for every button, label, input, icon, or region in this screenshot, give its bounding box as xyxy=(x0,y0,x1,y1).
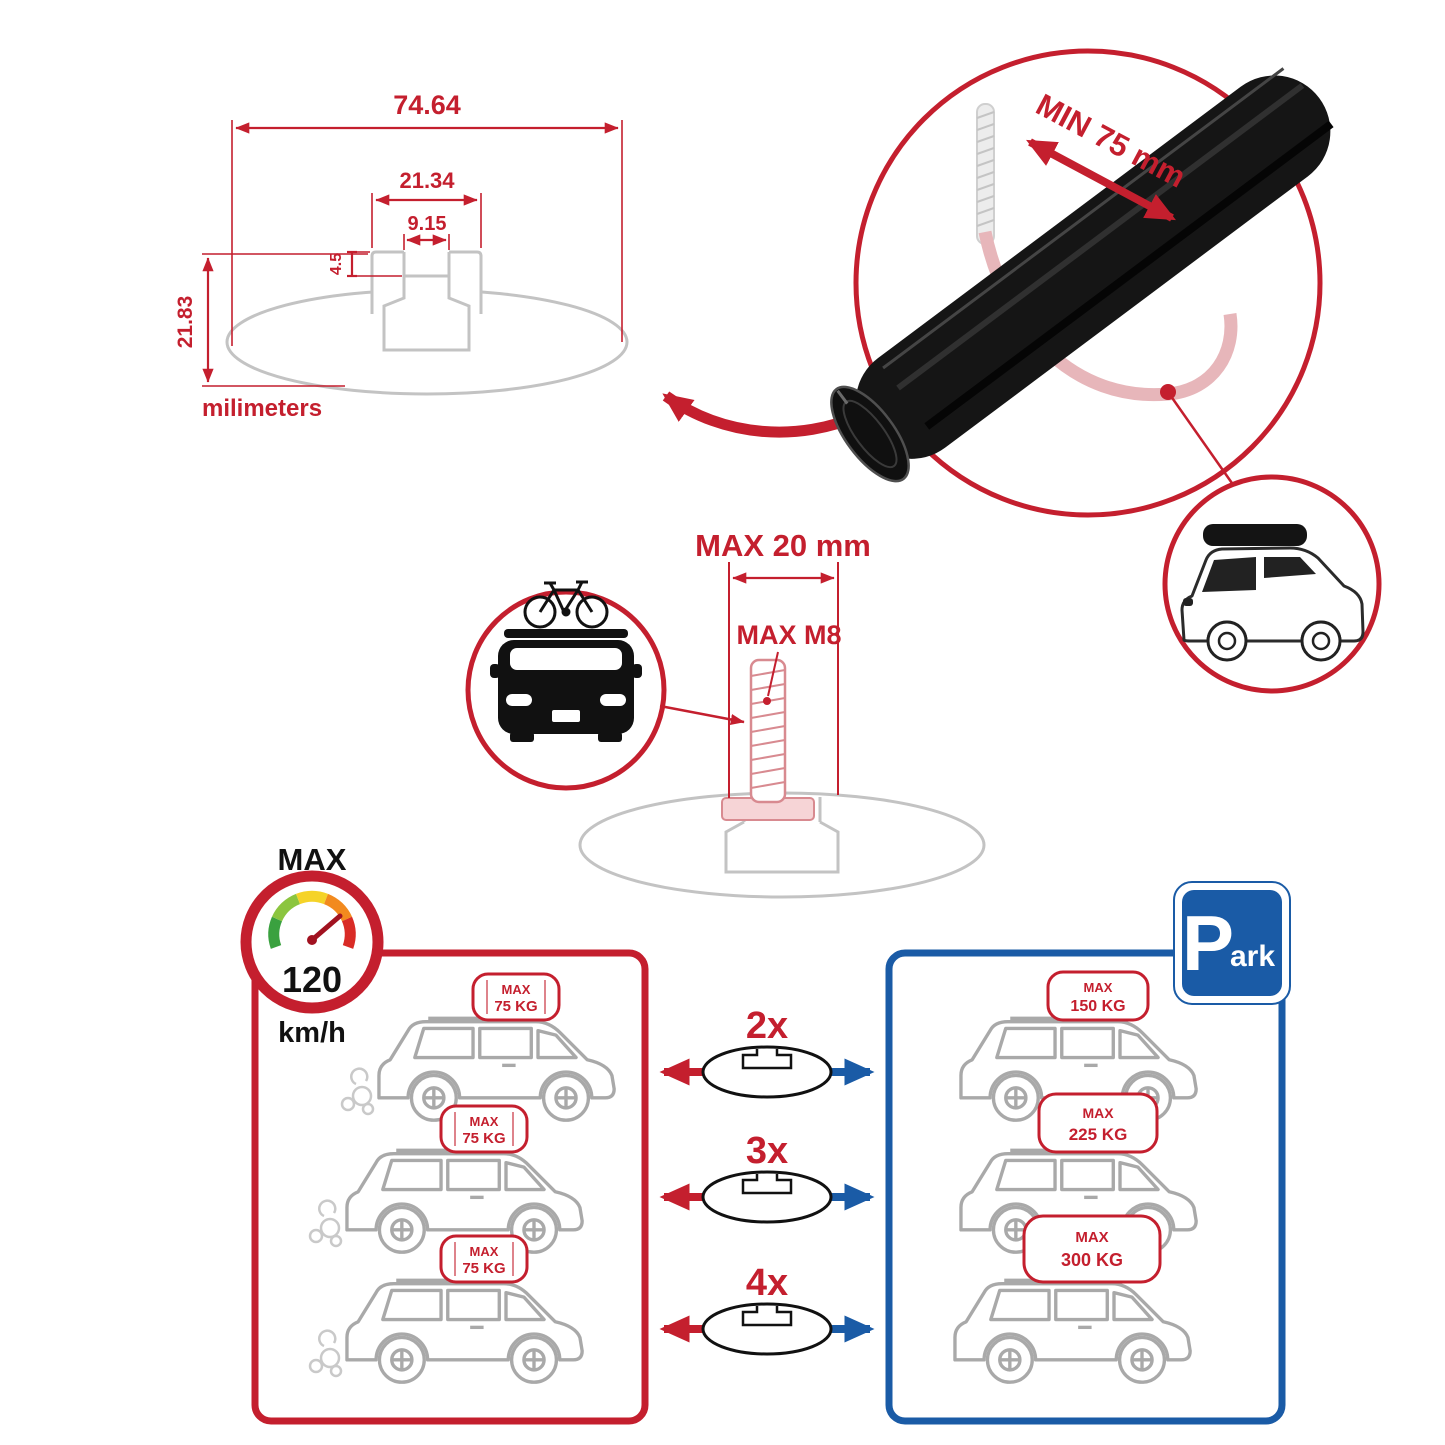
crossbar-detail-circle: MIN 75 mm xyxy=(830,48,1334,518)
parked-car-row-3: MAX 300 KG xyxy=(953,1214,1192,1384)
leader-line xyxy=(659,704,745,726)
park-sign: P ark xyxy=(1173,881,1291,1005)
profile-cavity xyxy=(382,276,471,352)
multiplier-3x-label: 3x xyxy=(746,1130,788,1172)
crossbar-end-cap xyxy=(830,385,910,483)
slot-width-value: 9.15 xyxy=(408,213,447,235)
bag-max-label: MAX xyxy=(470,1244,499,1259)
units-label: milimeters xyxy=(202,395,322,422)
leader-line xyxy=(767,651,779,697)
bag-load-label: 75 KG xyxy=(494,998,537,1015)
bolt-detail-diagram: MAX 20 mm MAX M8 xyxy=(578,528,986,899)
parked-car-row-1: MAX 150 KG xyxy=(959,970,1198,1122)
max-bolt-length-label: MAX 20 mm xyxy=(695,528,871,563)
speed-value: 120 xyxy=(282,959,342,1000)
profile-slot xyxy=(402,252,451,278)
multiplier-row-3: 4x xyxy=(659,1262,875,1356)
speedometer-needle xyxy=(309,913,343,943)
park-sign-letter: P xyxy=(1182,899,1234,987)
bicycle-icon xyxy=(523,580,609,629)
driving-car-row-1: MAX 75 KG xyxy=(340,972,616,1122)
total-width-value: 74.64 xyxy=(393,90,461,120)
profile-channel-walls xyxy=(370,250,483,314)
speed-limit-badge: MAX 120 km/h xyxy=(240,842,384,1049)
suv-roofbox-icon xyxy=(1180,524,1365,662)
cargo-bag-icon xyxy=(471,972,561,1022)
park-sign-plate xyxy=(1182,890,1282,996)
driving-car-row-2: MAX 75 KG xyxy=(308,1104,584,1254)
cargo-bag-icon xyxy=(439,1104,529,1154)
cargo-bag-icon xyxy=(1037,1092,1159,1154)
leader-dot xyxy=(763,697,771,705)
park-sign-suffix: ark xyxy=(1230,940,1275,973)
driving-car-row-3: MAX 75 KG xyxy=(308,1234,584,1384)
bag-load-label: 75 KG xyxy=(462,1260,505,1277)
profile-cross-section-diagram: 74.64 21.34 9.15 4.5 21.83 milimeters xyxy=(174,90,863,438)
cargo-bag-icon xyxy=(1046,970,1150,1022)
speed-unit: km/h xyxy=(278,1017,346,1049)
speedometer-gauge xyxy=(268,890,356,949)
mini-crossbar-profile-icon xyxy=(701,1045,833,1099)
leader-line xyxy=(1166,391,1236,487)
cargo-bag-icon xyxy=(1022,1214,1162,1284)
max-thread-label: MAX M8 xyxy=(736,620,841,650)
slot-depth-value: 4.5 xyxy=(328,253,345,275)
car-front-icon xyxy=(490,629,642,742)
cargo-bag-icon xyxy=(439,1234,529,1284)
clamp-point-dot xyxy=(1160,384,1176,400)
bag-max-label: MAX xyxy=(1084,980,1113,995)
bag-load-label: 225 KG xyxy=(1069,1125,1128,1144)
bike-car-circle xyxy=(465,580,745,791)
mini-crossbar-profile-icon xyxy=(701,1170,833,1224)
suv-roofbox-circle xyxy=(1162,474,1382,694)
mini-crossbar-profile-icon xyxy=(701,1302,833,1356)
multiplier-row-1: 2x xyxy=(659,1005,875,1099)
crossbar-3d-render xyxy=(830,67,1334,483)
bag-max-label: MAX xyxy=(502,982,531,997)
multiplier-2x-label: 2x xyxy=(746,1005,788,1047)
bag-max-label: MAX xyxy=(1075,1229,1108,1246)
min-clearance-arrow-icon xyxy=(1026,138,1176,222)
profile-channel-fill xyxy=(372,252,481,312)
bag-max-label: MAX xyxy=(1082,1105,1114,1121)
bag-max-label: MAX xyxy=(470,1114,499,1129)
multiplier-row-2: 3x xyxy=(659,1130,875,1224)
speedometer-hub xyxy=(307,935,317,945)
total-height-value: 21.83 xyxy=(174,296,197,349)
bolt-icon xyxy=(721,658,815,821)
bag-load-label: 150 KG xyxy=(1070,998,1125,1015)
channel-width-value: 21.34 xyxy=(399,168,455,193)
bag-load-label: 75 KG xyxy=(462,1130,505,1147)
multiplier-4x-label: 4x xyxy=(746,1262,788,1304)
parked-car-row-2: MAX 225 KG xyxy=(959,1092,1198,1254)
bag-load-label: 300 KG xyxy=(1061,1250,1123,1270)
